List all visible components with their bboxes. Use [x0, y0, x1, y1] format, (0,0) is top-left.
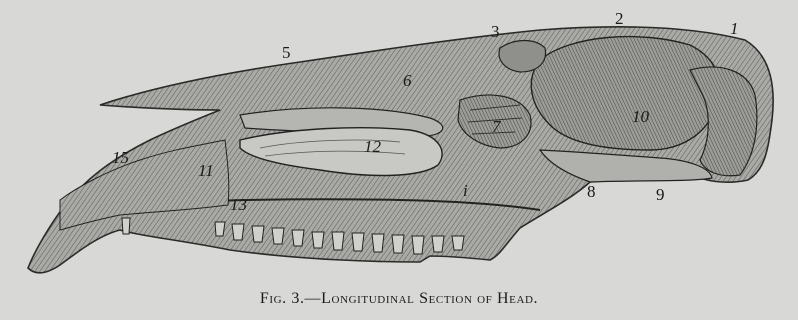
label-6: 6 [403, 71, 412, 90]
label-8: 8 [587, 182, 596, 201]
label-3: 3 [491, 22, 500, 41]
label-i: i [463, 181, 468, 200]
label-11: 11 [198, 161, 214, 180]
label-13: 13 [230, 195, 247, 214]
label-2: 2 [615, 9, 624, 28]
canine-tooth [122, 218, 130, 234]
label-15: 15 [112, 148, 129, 167]
label-1: 1 [730, 19, 739, 38]
cranial-cavity [531, 37, 719, 150]
label-10: 10 [632, 107, 650, 126]
label-9: 9 [656, 185, 665, 204]
label-12: 12 [364, 137, 382, 156]
figure-caption: Fig. 3.—Longitudinal Section of Head. [0, 290, 798, 308]
frontal-sinus [499, 41, 545, 73]
label-5: 5 [282, 43, 291, 62]
